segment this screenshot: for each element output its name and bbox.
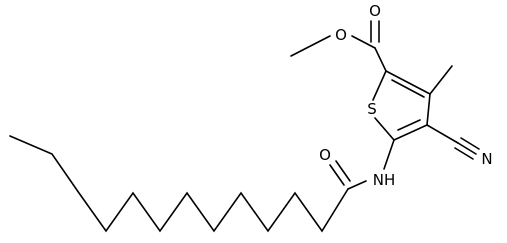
bond-s-c2 (372, 70, 387, 101)
bond-methyl-ester-o (290, 35, 331, 57)
atom-label-carbonyl-oxygen: O (369, 2, 381, 20)
alkyl-chain (9, 135, 349, 233)
bond-c4-c5-inner (397, 119, 421, 131)
bond-c3-c4 (426, 93, 431, 126)
bond-amide-double-a (329, 164, 345, 186)
atom-label-amide-nitrogen: NH (373, 171, 396, 189)
bond-carbonyl-c-c2 (374, 47, 387, 72)
bond-ester-o-carbonyl-c (351, 35, 376, 49)
bond-c2-c3 (385, 70, 431, 95)
atom-label-nitrile-nitrogen: N (481, 150, 492, 168)
bond-c3-methyl (429, 65, 453, 95)
bond-c2-c3-inner (391, 79, 425, 98)
bond-amide-double-b (335, 160, 351, 182)
bond-c4-nitrile-c (426, 124, 459, 144)
atom-label-amide-oxygen: O (319, 146, 331, 164)
bond-nitrile-triple-c (460, 137, 480, 150)
bond-c5-s (374, 117, 395, 141)
bond-nitrile-triple-b (454, 147, 474, 160)
atom-label-ring-sulfur: S (367, 100, 377, 118)
atom-label-ester-oxygen: O (335, 26, 347, 44)
bond-c4-c5 (393, 124, 428, 141)
bond-c5-nh (383, 139, 395, 170)
bond-nh-amide-c (347, 180, 367, 190)
bond-nitrile-triple-a (457, 142, 477, 155)
